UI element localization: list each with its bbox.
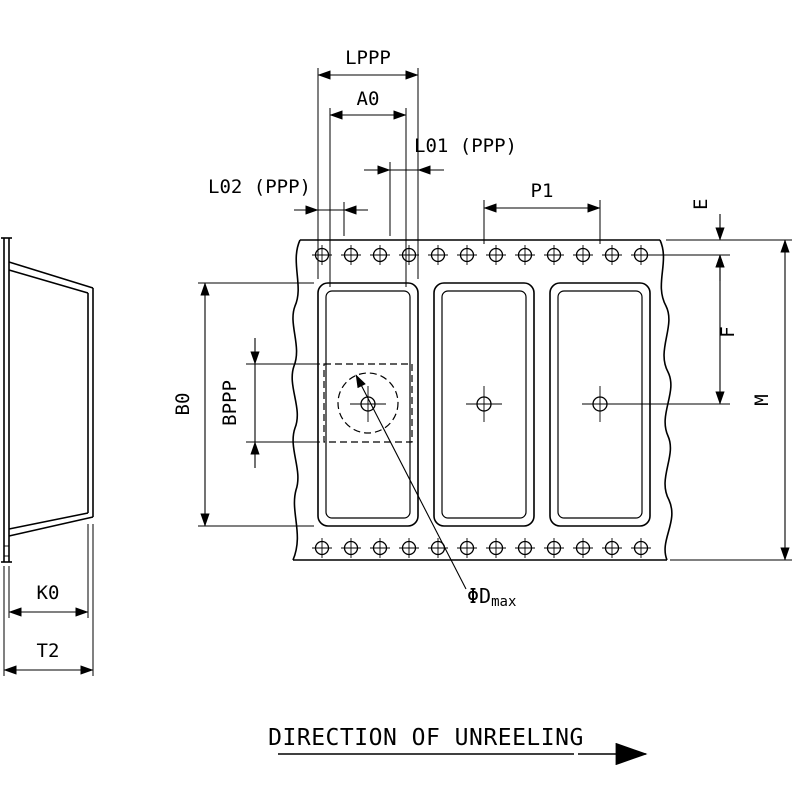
dim-label-p1: P1 <box>531 180 554 202</box>
dim-label-k0: K0 <box>37 582 60 604</box>
dim-k0: K0 <box>8 582 89 617</box>
sprocket-holes-top-row <box>311 244 652 266</box>
dim-t2: T2 <box>3 640 94 675</box>
dim-m: M <box>751 239 790 561</box>
dim-bppp: BPPP <box>219 338 260 468</box>
carrier-tape-view <box>291 239 673 561</box>
component-pocket-2 <box>433 282 535 527</box>
dim-label-l01: L01 (PPP) <box>414 135 517 157</box>
extension-lines <box>3 68 792 676</box>
direction-of-unreeling: DIRECTION OF UNREELING <box>268 725 648 766</box>
sprocket-holes-bottom-row <box>311 537 652 559</box>
dim-label-lppp: LPPP <box>345 47 391 69</box>
direction-text: DIRECTION OF UNREELING <box>268 725 584 751</box>
dim-lppp: LPPP <box>317 47 419 80</box>
dim-label-e: E <box>690 199 712 210</box>
component-pocket-1 <box>317 282 419 527</box>
tape-break-edge-right <box>659 239 673 561</box>
dim-label-t2: T2 <box>37 640 60 662</box>
tape-break-edge-left <box>291 239 301 561</box>
dim-label-f: F <box>717 326 739 337</box>
dim-a0: A0 <box>329 88 407 120</box>
side-view <box>1 237 94 563</box>
dim-l01: L01 (PPP) <box>364 135 517 175</box>
dim-label-m: M <box>751 394 773 405</box>
dim-label-a0: A0 <box>357 88 380 110</box>
dim-label-b0: B0 <box>172 393 194 416</box>
dim-l02: L02 (PPP) <box>208 176 368 215</box>
dim-label-l02: L02 (PPP) <box>208 176 311 198</box>
dim-p1: P1 <box>483 180 601 213</box>
component-phantom-outline <box>323 363 413 443</box>
dim-label-bppp: BPPP <box>219 380 241 426</box>
dim-dmax: ΦDmax <box>355 374 516 610</box>
dim-b0: B0 <box>172 282 210 527</box>
dim-f: F <box>715 254 739 405</box>
dim-label-dmax: ΦDmax <box>467 584 516 610</box>
